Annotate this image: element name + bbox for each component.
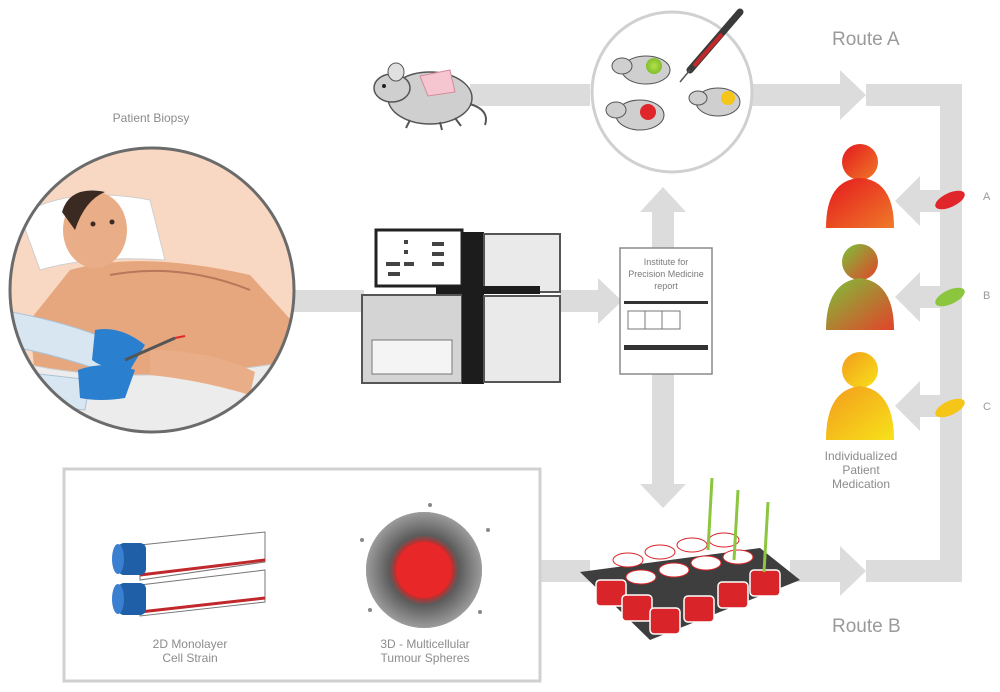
sequencer-machine (361, 228, 561, 384)
option-a-label: A (983, 191, 991, 203)
report-title: Institute for Precision Medicine report (622, 256, 710, 292)
connector-arrows (294, 70, 962, 596)
precision-medicine-report (619, 247, 713, 375)
well-plate-assay (580, 477, 800, 640)
spheres-line1: 3D - Multicellular (380, 637, 470, 651)
route-b-label: Route B (832, 616, 901, 637)
cell-culture-flasks (112, 531, 266, 617)
medication-label: Individualized Patient Medication (808, 449, 914, 491)
syringe-icon (679, 8, 744, 83)
medication-line3: Medication (831, 477, 891, 491)
mouse-yellow-tumour (688, 87, 741, 117)
pill-yellow-icon (935, 398, 965, 418)
tumour-sphere (360, 503, 490, 628)
monolayer-line1: 2D Monolayer (152, 637, 228, 651)
donor-mouse-illustration (373, 62, 487, 131)
report-title-line1: Institute for (643, 257, 689, 267)
report-title-line2: Precision Medicine (628, 269, 704, 279)
option-c-label: C (983, 401, 991, 413)
option-b-label: B (983, 290, 991, 302)
monolayer-line2: Cell Strain (162, 651, 218, 665)
patient-biopsy-label: Patient Biopsy (112, 111, 190, 125)
pill-red-icon (935, 190, 965, 210)
report-title-line3: report (654, 281, 678, 291)
route-a-label: Route A (832, 29, 900, 50)
well-row (595, 569, 781, 635)
mouse-red-tumour (605, 99, 665, 131)
outcome-head-yellow (826, 352, 894, 440)
outcome-head-green (826, 244, 894, 330)
pill-green-icon (935, 287, 965, 307)
spheres-label: 3D - Multicellular Tumour Spheres (360, 637, 490, 665)
spheres-line2: Tumour Spheres (380, 651, 470, 665)
patient-biopsy-illustration (8, 146, 296, 434)
medication-line1: Individualized (824, 449, 898, 463)
mouse-green-tumour (611, 55, 671, 85)
medication-line2: Patient (842, 463, 880, 477)
monolayer-label: 2D Monolayer Cell Strain (130, 637, 250, 665)
outcome-head-red (826, 144, 894, 228)
xenograft-mice-circle (590, 8, 754, 174)
